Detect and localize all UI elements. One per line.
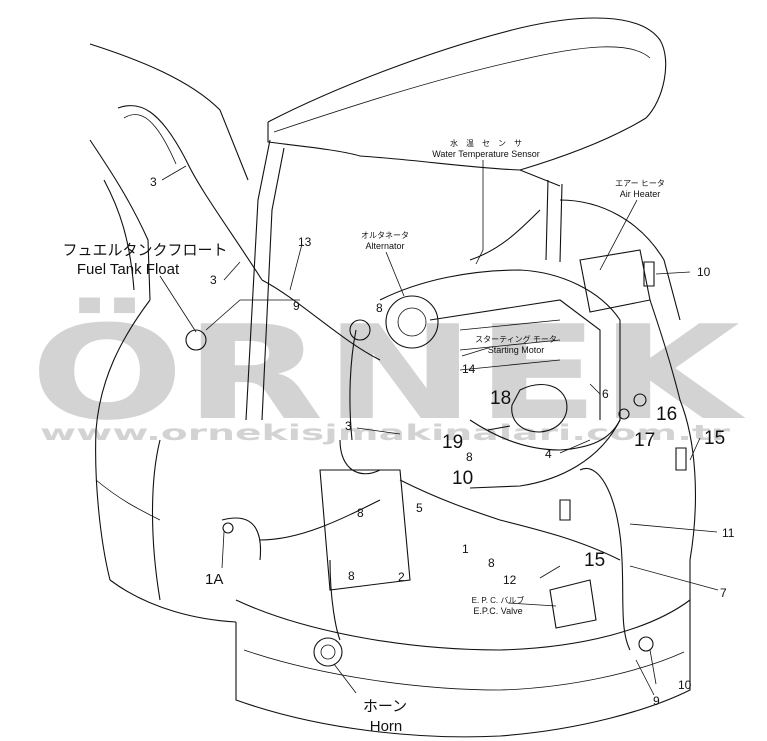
- water-temp-sensor-jp: 水 温 セ ン サ: [450, 138, 522, 148]
- part-number: 10: [452, 468, 473, 489]
- part-number: 18: [490, 388, 511, 409]
- part-number: 12: [503, 573, 517, 587]
- part-number: 9: [653, 694, 660, 708]
- part-number: 8: [376, 301, 383, 315]
- part-number: 16: [656, 404, 677, 425]
- callout-horn: ホーン Horn: [363, 698, 407, 735]
- part-number: 5: [416, 501, 423, 515]
- callout-water-temperature-sensor: 水 温 セ ン サ Water Temperature Sensor: [432, 138, 540, 159]
- callout-air-heater: エアー ヒータ Air Heater: [615, 179, 665, 199]
- part-number: 17: [634, 430, 655, 451]
- part-number: 15: [584, 550, 605, 571]
- part-number: 15: [704, 428, 725, 449]
- fuel-tank-float-en: Fuel Tank Float: [77, 261, 180, 278]
- air-heater-jp: エアー ヒータ: [615, 179, 665, 188]
- machine-outline: [89, 17, 696, 738]
- callout-alternator: オルタネータ Alternator: [361, 231, 409, 251]
- horn-jp: ホーン: [363, 698, 407, 715]
- fuel-tank-float-jp: フュエルタンクフロート: [62, 242, 227, 259]
- part-number: 8: [466, 450, 473, 464]
- callout-fuel-tank-float: フュエルタンクフロート Fuel Tank Float: [62, 242, 227, 278]
- epc-valve-en: E.P.C. Valve: [473, 606, 522, 616]
- part-number: 3: [210, 273, 217, 287]
- part-number: 13: [298, 235, 312, 249]
- watermark-brand: ÖRNEK: [30, 297, 746, 449]
- alternator-en: Alternator: [365, 241, 404, 251]
- part-number: 4: [545, 447, 552, 461]
- part-number: 1A: [205, 571, 223, 588]
- part-numbers: 3 3 3 13 9 8 14 18 19 10 8 10 6 16 17 15…: [150, 175, 735, 708]
- part-number: 3: [345, 419, 352, 433]
- part-number: 6: [602, 387, 609, 401]
- horn-en: Horn: [370, 718, 403, 735]
- part-number: 2: [398, 570, 405, 584]
- part-number: 9: [293, 299, 300, 313]
- watermark-url: www.ornekisjmakinalari.com.tr: [40, 421, 731, 445]
- part-number: 10: [678, 678, 692, 692]
- starting-motor-en: Starting Motor: [488, 345, 545, 355]
- part-number: 7: [720, 586, 727, 600]
- part-number: 8: [348, 569, 355, 583]
- callout-epc-valve: E. P. C. バルブ E.P.C. Valve: [472, 595, 525, 616]
- part-number: 14: [462, 362, 476, 376]
- epc-valve-jp: E. P. C. バルブ: [472, 595, 525, 605]
- water-temp-sensor-en: Water Temperature Sensor: [432, 149, 540, 159]
- part-number: 8: [357, 506, 364, 520]
- part-number: 1: [462, 542, 469, 556]
- air-heater-en: Air Heater: [620, 189, 661, 199]
- alternator-jp: オルタネータ: [361, 231, 409, 240]
- part-number: 19: [442, 432, 463, 453]
- part-number: 10: [697, 265, 711, 279]
- part-number: 3: [150, 175, 157, 189]
- starting-motor-jp: スターティング モータ: [475, 334, 557, 344]
- leader-lines: [159, 160, 719, 696]
- watermark: ÖRNEK www.ornekisjmakinalari.com.tr: [30, 297, 746, 449]
- callout-starting-motor: スターティング モータ Starting Motor: [475, 334, 557, 355]
- part-number: 11: [722, 526, 735, 540]
- part-number: 8: [488, 556, 495, 570]
